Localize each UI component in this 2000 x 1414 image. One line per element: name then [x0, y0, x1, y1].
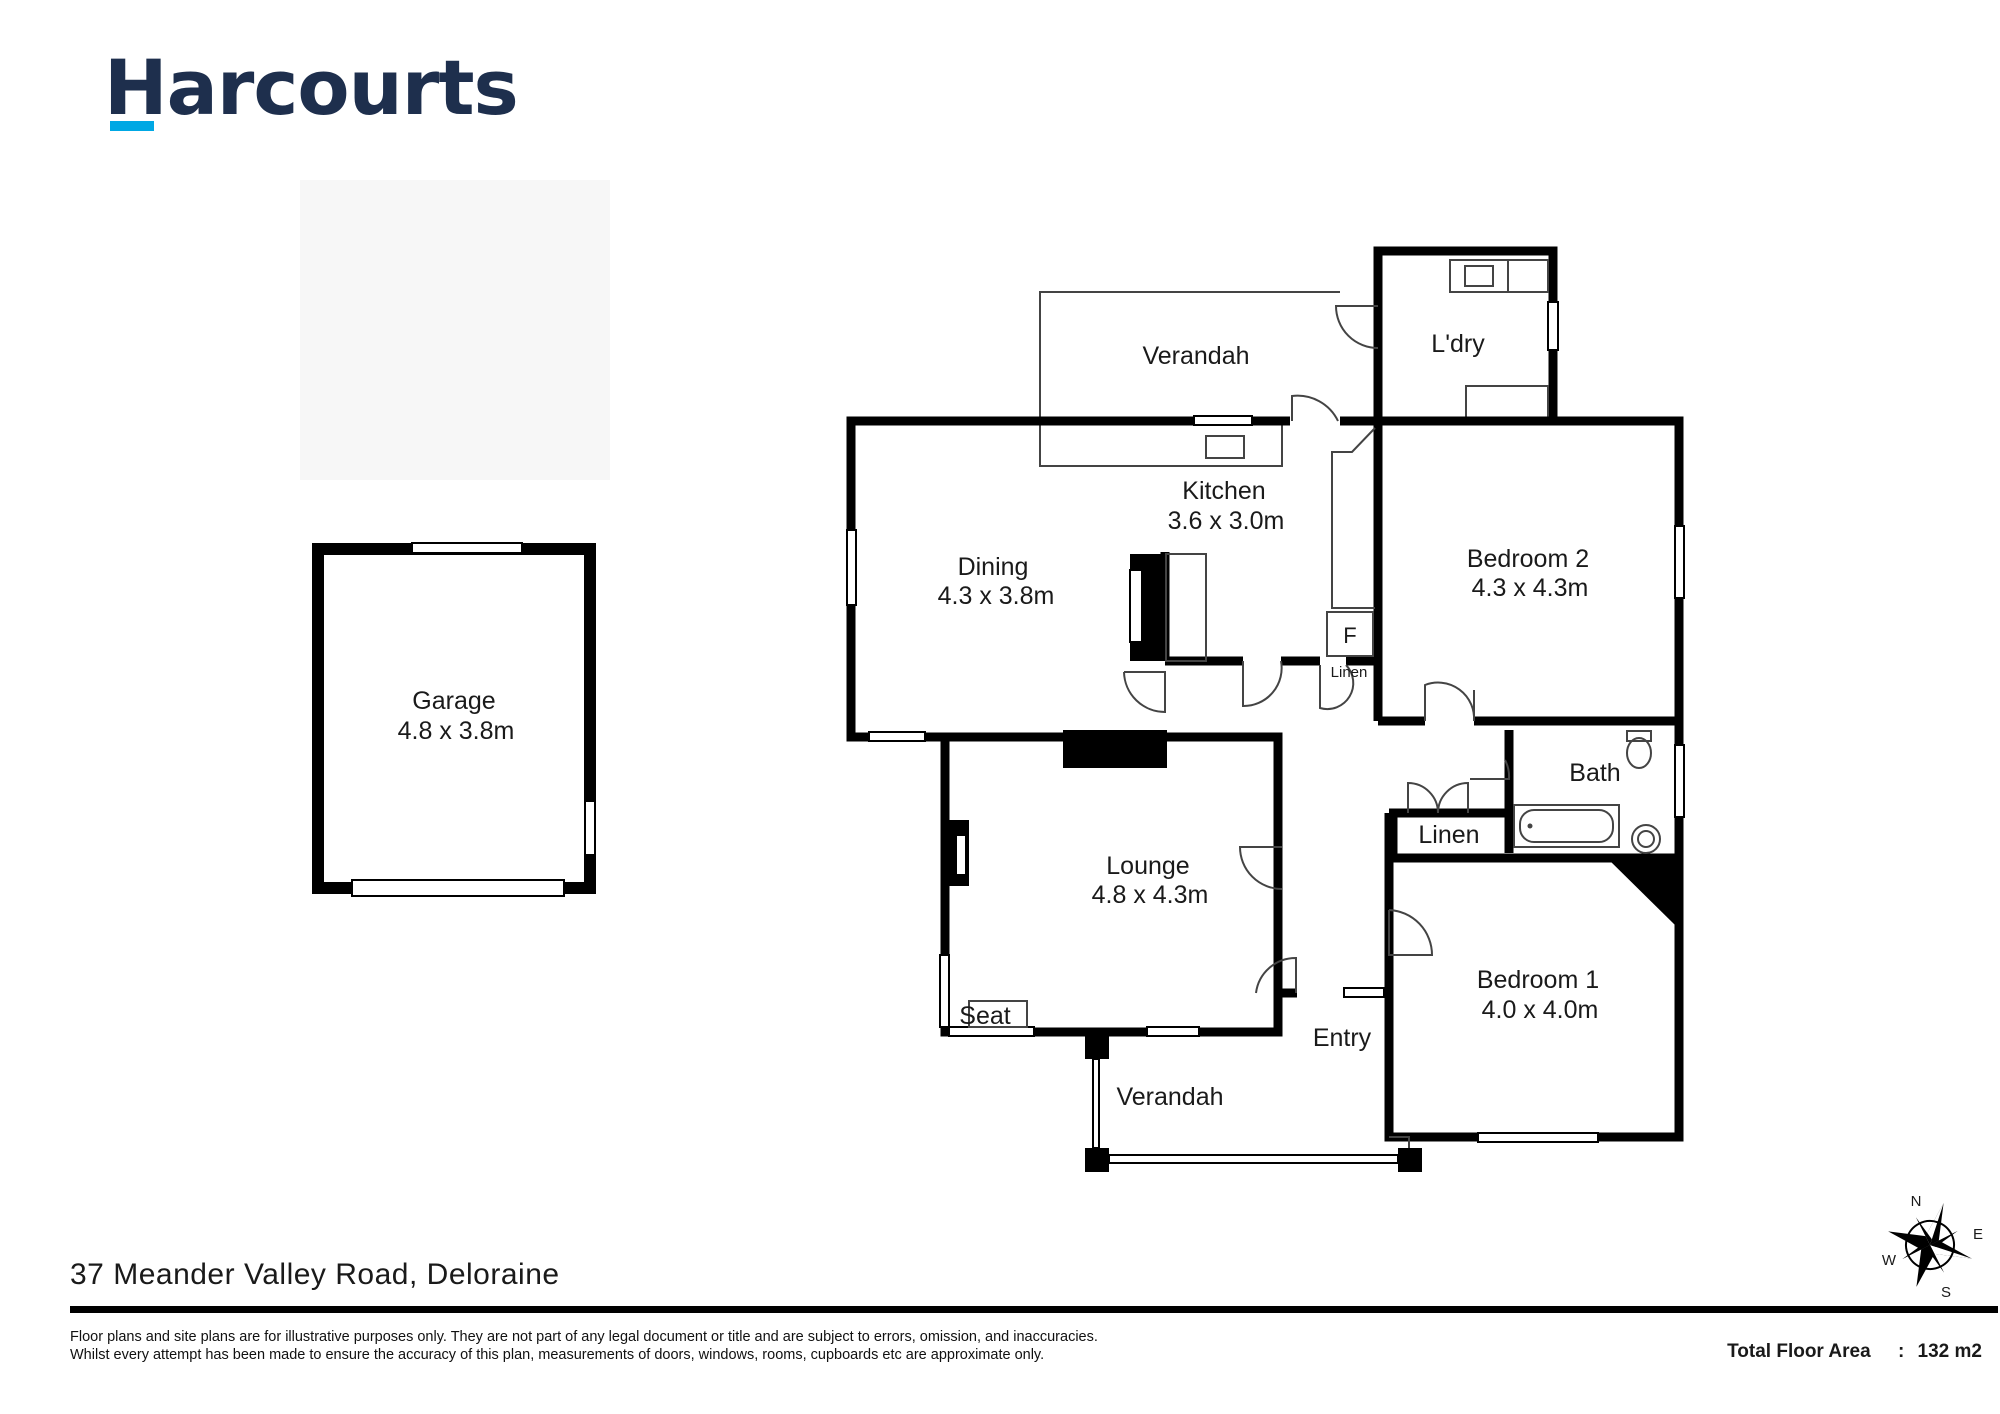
- room-label-linen-hall: Linen: [1418, 821, 1479, 849]
- verandah-top-outline: [1039, 291, 1340, 424]
- bath-basin: [1631, 824, 1661, 854]
- room-size-kitchen: 3.6 x 3.0m: [1168, 507, 1285, 535]
- kitchen-sink-icon: [1205, 435, 1245, 459]
- property-address: 37 Meander Valley Road, Deloraine: [70, 1258, 560, 1291]
- dining-window: [846, 529, 857, 606]
- garage-window-right: [584, 800, 596, 856]
- total-floor-area-value: 132 m2: [1917, 1341, 1982, 1362]
- room-label-bath: Bath: [1569, 759, 1620, 787]
- door-swings: [1123, 394, 1511, 994]
- room-label-bedroom1: Bedroom 1: [1477, 966, 1599, 994]
- room-label-entry: Entry: [1313, 1024, 1372, 1052]
- garage-window-top: [411, 542, 523, 554]
- window-seat: [968, 1000, 1028, 1028]
- room-size-bedroom2: 4.3 x 4.3m: [1472, 574, 1589, 602]
- lounge-window-left: [939, 954, 950, 1028]
- room-label-verandah-top: Verandah: [1142, 342, 1249, 370]
- bath-window: [1674, 744, 1685, 818]
- bath-corner-fill: [1607, 858, 1675, 925]
- disclaimer-line-1: Floor plans and site plans are for illus…: [70, 1329, 1098, 1345]
- room-label-dining: Dining: [958, 553, 1029, 581]
- laundry-tub-icon: [1449, 259, 1509, 293]
- kitchen-window: [1193, 415, 1253, 426]
- footer-rule: [70, 1306, 1998, 1313]
- lounge-window-bottom-right: [1146, 1026, 1200, 1037]
- compass-rose-icon: [1888, 1203, 1972, 1287]
- garage-door: [351, 879, 565, 897]
- kitchen-cabinets: [1331, 427, 1376, 609]
- verandah-post: [1085, 1032, 1109, 1059]
- background-smudge: [300, 180, 610, 480]
- compass-s: S: [1941, 1284, 1951, 1301]
- toilet: [1626, 730, 1652, 742]
- room-label-garage: Garage: [412, 687, 495, 715]
- verandah-post: [1398, 1148, 1422, 1172]
- logo-accent-bar: [110, 121, 154, 131]
- compass-w: W: [1882, 1252, 1897, 1269]
- total-floor-area-label: Total Floor Area: [1727, 1341, 1871, 1362]
- total-floor-area-sep: :: [1897, 1341, 1905, 1362]
- verandah-rail-side: [1092, 1058, 1100, 1149]
- lounge-fireplace: [1063, 730, 1167, 768]
- room-size-dining: 4.3 x 3.8m: [938, 582, 1055, 610]
- laundry-window: [1547, 301, 1559, 351]
- kitchen-bench: [1039, 423, 1283, 467]
- entry-window: [1343, 987, 1385, 998]
- laundry-door-swing: [1334, 305, 1379, 349]
- dining-window-bottom: [868, 731, 926, 742]
- harcourts-logo: Harcourts: [104, 43, 519, 132]
- fridge-label: F: [1343, 623, 1356, 648]
- room-size-lounge: 4.8 x 4.3m: [1092, 881, 1209, 909]
- room-size-garage: 4.8 x 3.8m: [398, 717, 515, 745]
- verandah-rail: [1108, 1154, 1399, 1164]
- room-label-kitchen: Kitchen: [1182, 477, 1265, 505]
- room-label-lounge: Lounge: [1106, 852, 1189, 880]
- room-label-linen-small: Linen: [1331, 664, 1368, 681]
- disclaimer-line-2: Whilst every attempt has been made to en…: [70, 1347, 1045, 1363]
- room-label-verandah-bottom: Verandah: [1116, 1083, 1223, 1111]
- compass-n: N: [1911, 1193, 1922, 1210]
- seat-label: Seat: [959, 1002, 1010, 1030]
- fridge-space: [1326, 611, 1374, 657]
- room-label-laundry: L'dry: [1431, 330, 1485, 358]
- verandah-post: [1085, 1148, 1109, 1172]
- room-size-bedroom1: 4.0 x 4.0m: [1482, 996, 1599, 1024]
- bathtub: [1513, 804, 1620, 848]
- total-floor-area: Total Floor Area : 132 m2: [1727, 1341, 1982, 1363]
- bedroom1-window: [1477, 1132, 1599, 1143]
- room-label-bedroom2: Bedroom 2: [1467, 545, 1589, 573]
- laundry-bench: [1465, 385, 1549, 421]
- bedroom2-window: [1674, 525, 1685, 599]
- compass-e: E: [1973, 1226, 1983, 1243]
